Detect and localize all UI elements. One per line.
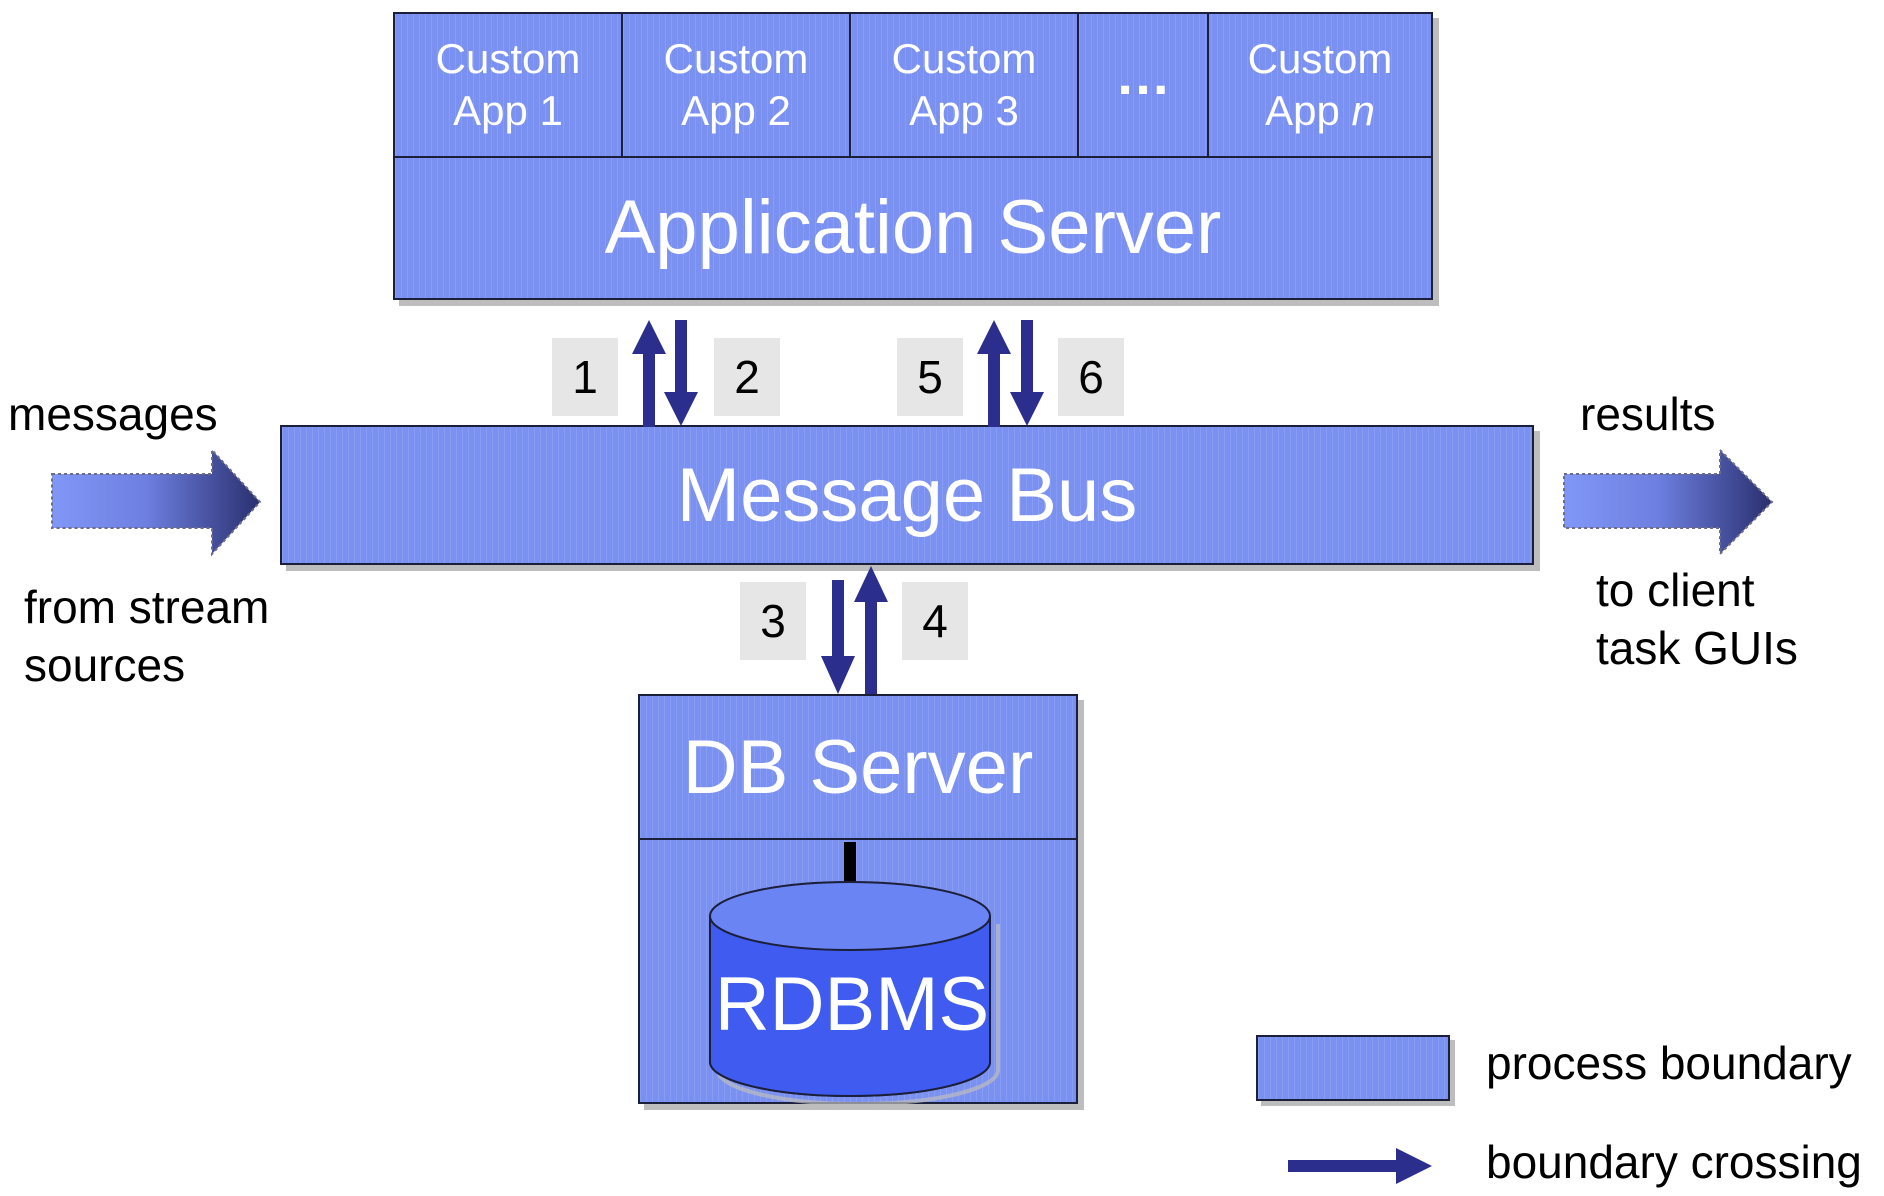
custom-app-1-line1: Custom	[435, 35, 581, 82]
messages-label: messages	[8, 388, 218, 440]
step-4-up-arrow-icon	[854, 566, 888, 694]
step-5-label: 5	[897, 338, 963, 416]
step-3-down-arrow-icon	[821, 580, 855, 694]
client-gui-line1: to client	[1596, 564, 1755, 616]
stream-sources-line2: sources	[24, 639, 186, 691]
step-1-up-arrow-icon	[632, 320, 666, 427]
rdbms-cylinder-icon	[709, 881, 1000, 1106]
step-1-label: 1	[552, 338, 618, 416]
output-arrow-icon	[1563, 447, 1774, 557]
custom-app-1-line2: App 1	[453, 87, 563, 134]
input-arrow-icon	[51, 447, 262, 557]
legend-process-boundary-swatch	[1256, 1035, 1450, 1101]
step-6-down-arrow-icon	[1010, 320, 1044, 426]
custom-app-n-line1: Custom	[1247, 35, 1393, 82]
stream-sources-label: from stream sources	[24, 578, 269, 694]
db-server-label: DB Server	[640, 696, 1076, 840]
custom-app-3-line2: App 3	[909, 87, 1019, 134]
client-gui-label: to client task GUIs	[1596, 561, 1798, 677]
custom-app-n-line2-prefix: App	[1265, 87, 1352, 134]
legend-boundary-crossing-label: boundary crossing	[1486, 1136, 1862, 1188]
custom-app-n-italic: n	[1351, 87, 1375, 134]
rdbms-label: RDBMS	[715, 962, 989, 1047]
stream-sources-line1: from stream	[24, 581, 270, 633]
results-label: results	[1580, 388, 1716, 440]
step-5-up-arrow-icon	[977, 320, 1011, 427]
message-bus-label: Message Bus	[676, 452, 1138, 538]
step-3-label: 3	[740, 582, 806, 660]
legend-process-boundary-label: process boundary	[1486, 1037, 1852, 1089]
custom-app-2-line2: App 2	[681, 87, 791, 134]
custom-app-ellipsis: …	[1079, 14, 1209, 156]
application-server-label: Application Server	[604, 184, 1222, 270]
message-bus-box: Message Bus	[280, 425, 1534, 565]
step-4-label: 4	[902, 582, 968, 660]
step-2-down-arrow-icon	[664, 320, 698, 426]
step-2-label: 2	[714, 338, 780, 416]
custom-app-2-line1: Custom	[663, 35, 809, 82]
client-gui-line2: task GUIs	[1596, 622, 1798, 674]
legend-boundary-crossing-arrow-icon	[1288, 1148, 1432, 1184]
ellipsis-text: …	[1115, 43, 1171, 106]
custom-app-3-line1: Custom	[891, 35, 1037, 82]
step-6-label: 6	[1058, 338, 1124, 416]
